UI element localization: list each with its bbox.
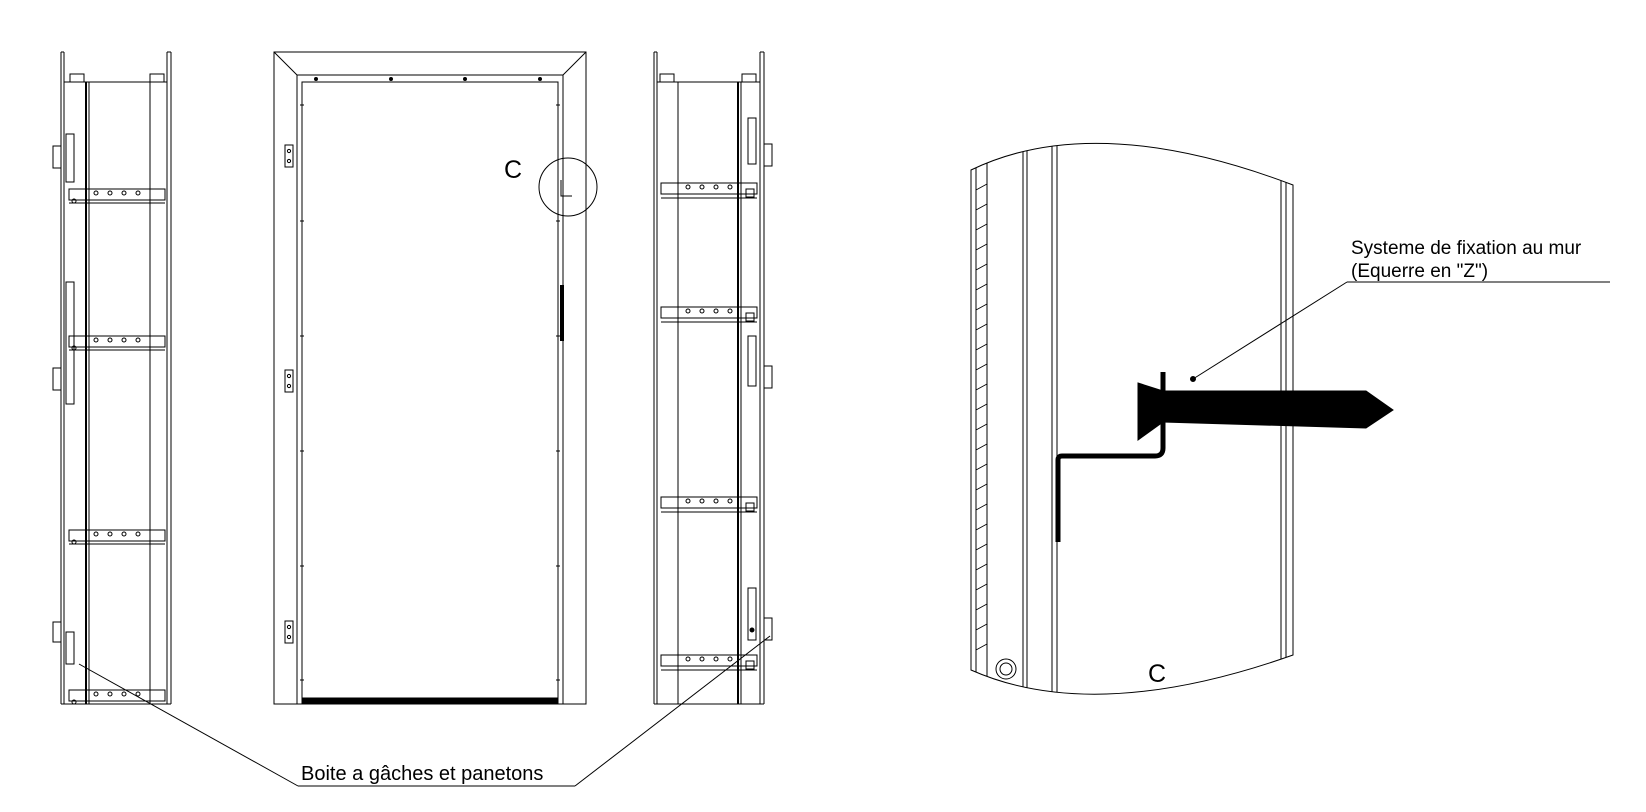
z-bracket	[1055, 372, 1166, 542]
detail-marker-label: C	[504, 156, 522, 184]
right-bracket-1	[660, 182, 758, 199]
fixation-label-line2: (Equerre en "Z")	[1351, 261, 1488, 282]
right-bracket-2	[660, 306, 758, 323]
right-bracket-3	[660, 496, 758, 513]
wall-anchor	[1137, 382, 1394, 441]
strike-box-callout	[78, 635, 771, 787]
right-side-elevation	[653, 51, 773, 705]
right-bracket-4	[660, 654, 758, 671]
fixation-label-line1: Systeme de fixation au mur	[1351, 238, 1582, 259]
left-side-elevation	[52, 51, 172, 705]
detail-c-view	[970, 142, 1394, 695]
detail-title-label: C	[1148, 660, 1166, 688]
left-bracket-2	[68, 335, 166, 351]
front-elevation-door	[273, 51, 598, 705]
left-bracket-1	[68, 188, 166, 204]
fixation-callout	[1190, 281, 1610, 382]
strike-box-label: Boite a gâches et panetons	[301, 763, 543, 785]
left-bracket-3	[68, 529, 166, 545]
left-bracket-4	[68, 689, 166, 705]
